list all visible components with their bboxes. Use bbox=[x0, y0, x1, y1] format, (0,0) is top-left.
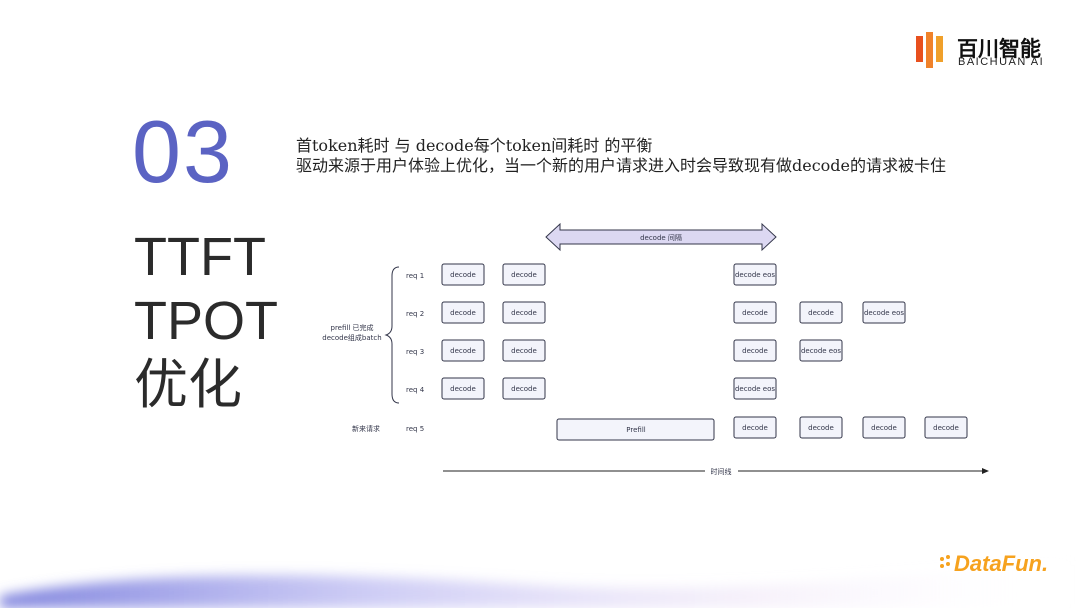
prefill-box-label: Prefill bbox=[626, 426, 645, 434]
decode-box-label: decode bbox=[450, 347, 476, 355]
title-line-3: 优化 bbox=[134, 355, 242, 415]
decode-box bbox=[502, 339, 546, 362]
decode-box-label: decode bbox=[933, 424, 959, 432]
decode-box bbox=[441, 377, 485, 400]
decode-box bbox=[502, 263, 546, 286]
title-line-2: TPOT bbox=[134, 291, 278, 351]
decode-eos-box bbox=[733, 377, 777, 400]
req-label: req 3 bbox=[406, 348, 424, 356]
decode-eos-box bbox=[799, 339, 843, 362]
timeline-arrowhead bbox=[982, 468, 989, 474]
decode-box-label: decode bbox=[871, 424, 897, 432]
decode-box-label: decode bbox=[808, 309, 834, 317]
logo-subtext: BAICHUAN AI bbox=[958, 56, 1045, 68]
req-label: req 5 bbox=[406, 425, 424, 433]
datafun-logo-icon bbox=[940, 555, 950, 568]
decode-box bbox=[502, 301, 546, 324]
group-label-line-1: prefill 已完成 bbox=[331, 323, 374, 332]
decode-box-label: decode bbox=[808, 424, 834, 432]
decode-box-label: decode bbox=[511, 309, 537, 317]
timeline-label: 时间线 bbox=[711, 467, 732, 476]
decode-box bbox=[502, 377, 546, 400]
decode-box bbox=[441, 301, 485, 324]
decode-box-label: decode bbox=[742, 347, 768, 355]
decode-box-label: decode bbox=[511, 385, 537, 393]
req-label: req 1 bbox=[406, 272, 424, 280]
decode-eos-box-label: decode eos bbox=[801, 347, 841, 355]
logo-name: 百川智能 bbox=[957, 37, 1041, 61]
batch-brace bbox=[384, 266, 400, 404]
decode-box bbox=[441, 339, 485, 362]
decode-box bbox=[733, 301, 777, 324]
decode-box-label: decode bbox=[450, 309, 476, 317]
decode-eos-box-label: decode eos bbox=[864, 309, 904, 317]
decode-eos-box bbox=[733, 263, 777, 286]
datafun-logo-text: DataFun. bbox=[954, 551, 1049, 576]
decode-eos-box-label: decode eos bbox=[735, 271, 775, 279]
req-label: req 2 bbox=[406, 310, 424, 318]
decorative-wave bbox=[0, 560, 1080, 608]
decode-box bbox=[924, 416, 968, 439]
subtitle-line-1: 首token耗时 与 decode每个token间耗时 的平衡 bbox=[296, 136, 653, 155]
section-number: 03 bbox=[132, 102, 234, 201]
req-label: req 4 bbox=[406, 386, 425, 394]
decode-box bbox=[862, 416, 906, 439]
baichuan-logo-icon bbox=[916, 32, 943, 68]
decode-eos-box-label: decode eos bbox=[735, 385, 775, 393]
prefill-box bbox=[556, 418, 715, 441]
decode-box-label: decode bbox=[742, 424, 768, 432]
decode-box bbox=[733, 416, 777, 439]
decode-box bbox=[441, 263, 485, 286]
decode-eos-box bbox=[862, 301, 906, 324]
decode-box-label: decode bbox=[511, 271, 537, 279]
subtitle-line-2: 驱动来源于用户体验上优化，当一个新的用户请求进入时会导致现有做decode的请求… bbox=[296, 156, 947, 175]
decode-box-label: decode bbox=[450, 271, 476, 279]
decode-box-label: decode bbox=[511, 347, 537, 355]
new-request-label: 新来请求 bbox=[352, 424, 380, 433]
decode-interval-arrow bbox=[545, 222, 777, 252]
decode-box-label: decode bbox=[450, 385, 476, 393]
decode-interval-label: decode 间隔 bbox=[640, 233, 682, 242]
decode-box-label: decode bbox=[742, 309, 768, 317]
title-line-1: TTFT bbox=[134, 227, 266, 287]
decode-box bbox=[799, 301, 843, 324]
group-label-line-2: decode组成batch bbox=[322, 333, 381, 342]
decode-box bbox=[799, 416, 843, 439]
decode-box bbox=[733, 339, 777, 362]
